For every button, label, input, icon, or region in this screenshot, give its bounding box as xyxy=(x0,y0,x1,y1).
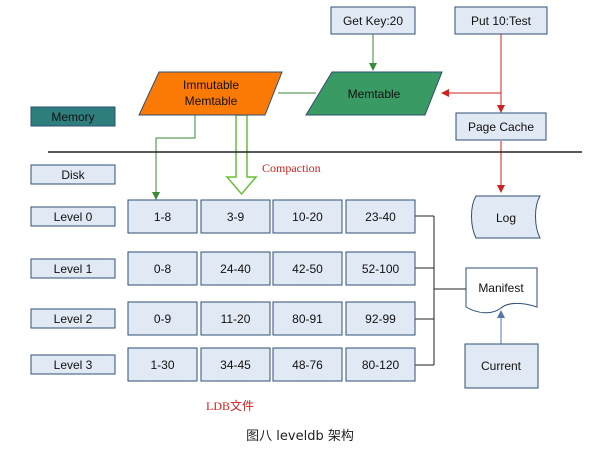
ldb-file-box xyxy=(272,251,343,286)
get-key-label: Get Key:20 xyxy=(343,14,403,28)
manifest-shape: Manifest xyxy=(465,267,538,314)
ldb-file-box xyxy=(272,301,343,336)
ldb-file-box xyxy=(200,301,271,336)
log-shape: Log xyxy=(471,195,541,239)
ldb-file-box xyxy=(127,199,198,234)
level-label-box xyxy=(30,308,116,329)
put-label: Put 10:Test xyxy=(471,14,532,28)
ldb-file-box xyxy=(345,301,416,336)
level-label: Level 2 xyxy=(54,312,93,326)
level-label-box xyxy=(30,206,116,227)
ldb-files-label: LDB文件 xyxy=(206,398,254,413)
put-box: Put 10:Test xyxy=(454,6,548,35)
levels-to-manifest-bracket xyxy=(415,215,466,366)
get-key-box: Get Key:20 xyxy=(330,6,416,35)
ldb-file-range: 24-40 xyxy=(220,262,251,276)
level-row-1: Level 1 0-8 24-40 42-50 52-100 xyxy=(30,251,416,286)
immutable-label-line2: Memtable xyxy=(185,94,238,108)
immutable-label-line1: Immutable xyxy=(183,78,239,92)
immutable-memtable-shape: Immutable Memtable xyxy=(138,71,283,116)
current-box: Current xyxy=(464,343,539,389)
ldb-file-range: 80-91 xyxy=(292,312,323,326)
ldb-file-box xyxy=(127,251,198,286)
manifest-label: Manifest xyxy=(478,281,524,295)
level-row-0: Level 0 1-8 3-9 10-20 23-40 xyxy=(30,199,416,234)
ldb-file-range: 42-50 xyxy=(292,262,323,276)
ldb-file-range: 48-76 xyxy=(292,358,323,372)
level-label-box xyxy=(30,354,116,375)
ldb-file-range: 92-99 xyxy=(365,312,396,326)
ldb-file-box xyxy=(345,251,416,286)
page-cache-label: Page Cache xyxy=(468,120,534,134)
ldb-file-range: 0-8 xyxy=(154,262,172,276)
ldb-file-box xyxy=(127,301,198,336)
ldb-file-range: 1-8 xyxy=(154,210,172,224)
level-label: Level 1 xyxy=(54,262,93,276)
memtable-shape: Memtable xyxy=(305,71,443,116)
ldb-file-range: 10-20 xyxy=(292,210,323,224)
immutable-to-level0-arrow xyxy=(152,115,196,200)
ldb-file-box xyxy=(200,251,271,286)
memory-label-box: Memory xyxy=(30,106,116,127)
ldb-file-range: 23-40 xyxy=(365,210,396,224)
log-label: Log xyxy=(496,211,516,225)
ldb-file-box xyxy=(127,347,198,382)
current-label: Current xyxy=(481,359,522,373)
ldb-file-box xyxy=(200,199,271,234)
level-row-3: Level 3 1-30 34-45 48-76 80-120 xyxy=(30,347,416,382)
ldb-file-box xyxy=(345,347,416,382)
ldb-file-range: 3-9 xyxy=(227,210,245,224)
level-label: Level 0 xyxy=(54,210,93,224)
ldb-file-range: 1-30 xyxy=(150,358,174,372)
compaction-arrow xyxy=(225,114,258,196)
compaction-label: Compaction xyxy=(262,161,321,175)
ldb-file-box xyxy=(345,199,416,234)
level-label-box xyxy=(30,258,116,279)
ldb-file-range: 11-20 xyxy=(221,312,251,326)
disk-label: Disk xyxy=(61,168,85,182)
memtable-label: Memtable xyxy=(348,87,401,101)
ldb-file-range: 80-120 xyxy=(362,358,400,372)
ldb-file-box xyxy=(272,347,343,382)
memory-label: Memory xyxy=(51,110,94,124)
disk-label-box: Disk xyxy=(30,164,116,185)
ldb-file-box xyxy=(200,347,271,382)
figure-caption: 图八 leveldb 架构 xyxy=(246,429,354,444)
level-label: Level 3 xyxy=(54,358,93,372)
ldb-file-box xyxy=(272,199,343,234)
ldb-file-range: 34-45 xyxy=(220,358,251,372)
page-cache-box: Page Cache xyxy=(455,112,547,141)
ldb-file-range: 0-9 xyxy=(154,312,172,326)
ldb-file-range: 52-100 xyxy=(362,262,400,276)
level-row-2: Level 2 0-9 11-20 80-91 92-99 xyxy=(30,301,416,336)
